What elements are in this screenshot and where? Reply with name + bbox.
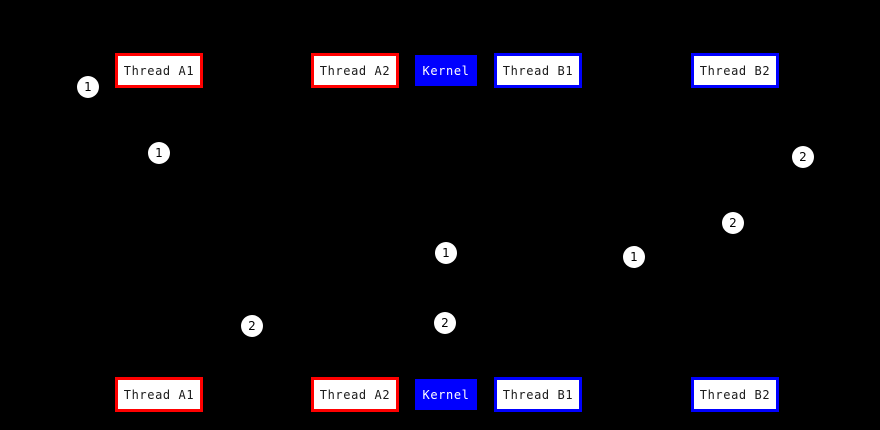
sequence-badge: 1 — [148, 142, 170, 164]
participant-label: Thread A1 — [123, 387, 195, 402]
participant-thread-a2-bottom[interactable]: Thread A2 — [311, 377, 399, 412]
sequence-badge-label: 2 — [799, 150, 807, 164]
lifeline-thread-a2 — [355, 88, 356, 377]
participant-label: Kernel — [422, 387, 470, 402]
sequence-badge-label: 2 — [248, 319, 256, 333]
participant-label: Thread B2 — [699, 63, 771, 78]
lifeline-thread-b1 — [538, 88, 539, 377]
sequence-badge: 2 — [241, 315, 263, 337]
participant-thread-a2-top[interactable]: Thread A2 — [311, 53, 399, 88]
sequence-badge: 1 — [623, 246, 645, 268]
participant-kernel-bottom[interactable]: Kernel — [415, 379, 477, 410]
message-arrow — [159, 153, 355, 154]
lifeline-kernel — [446, 88, 447, 377]
participant-label: Kernel — [422, 63, 470, 78]
participant-label: Thread A2 — [319, 387, 391, 402]
message-arrow — [355, 326, 446, 327]
participant-label: Thread B2 — [699, 387, 771, 402]
sequence-badge: 1 — [435, 242, 457, 264]
sequence-badge-label: 1 — [84, 80, 92, 94]
sequence-badge: 2 — [722, 212, 744, 234]
participant-kernel-top[interactable]: Kernel — [415, 55, 477, 86]
message-arrow — [446, 253, 538, 254]
participant-thread-b2-bottom[interactable]: Thread B2 — [691, 377, 779, 412]
participant-thread-a1-bottom[interactable]: Thread A1 — [115, 377, 203, 412]
sequence-badge-label: 1 — [442, 246, 450, 260]
participant-thread-b1-bottom[interactable]: Thread B1 — [494, 377, 582, 412]
participant-label: Thread A2 — [319, 63, 391, 78]
participant-label: Thread B1 — [502, 387, 574, 402]
sequence-badge-label: 2 — [441, 316, 449, 330]
participant-thread-b2-top[interactable]: Thread B2 — [691, 53, 779, 88]
sequence-badge-label: 2 — [729, 216, 737, 230]
participant-thread-a1-top[interactable]: Thread A1 — [115, 53, 203, 88]
participant-label: Thread A1 — [123, 63, 195, 78]
sequence-badge-label: 1 — [155, 146, 163, 160]
lifeline-thread-a1 — [159, 88, 160, 377]
sequence-badge: 1 — [77, 76, 99, 98]
participant-label: Thread B1 — [502, 63, 574, 78]
sequence-badge-label: 1 — [630, 250, 638, 264]
participant-thread-b1-top[interactable]: Thread B1 — [494, 53, 582, 88]
sequence-badge: 2 — [434, 312, 456, 334]
sequence-badge: 2 — [792, 146, 814, 168]
